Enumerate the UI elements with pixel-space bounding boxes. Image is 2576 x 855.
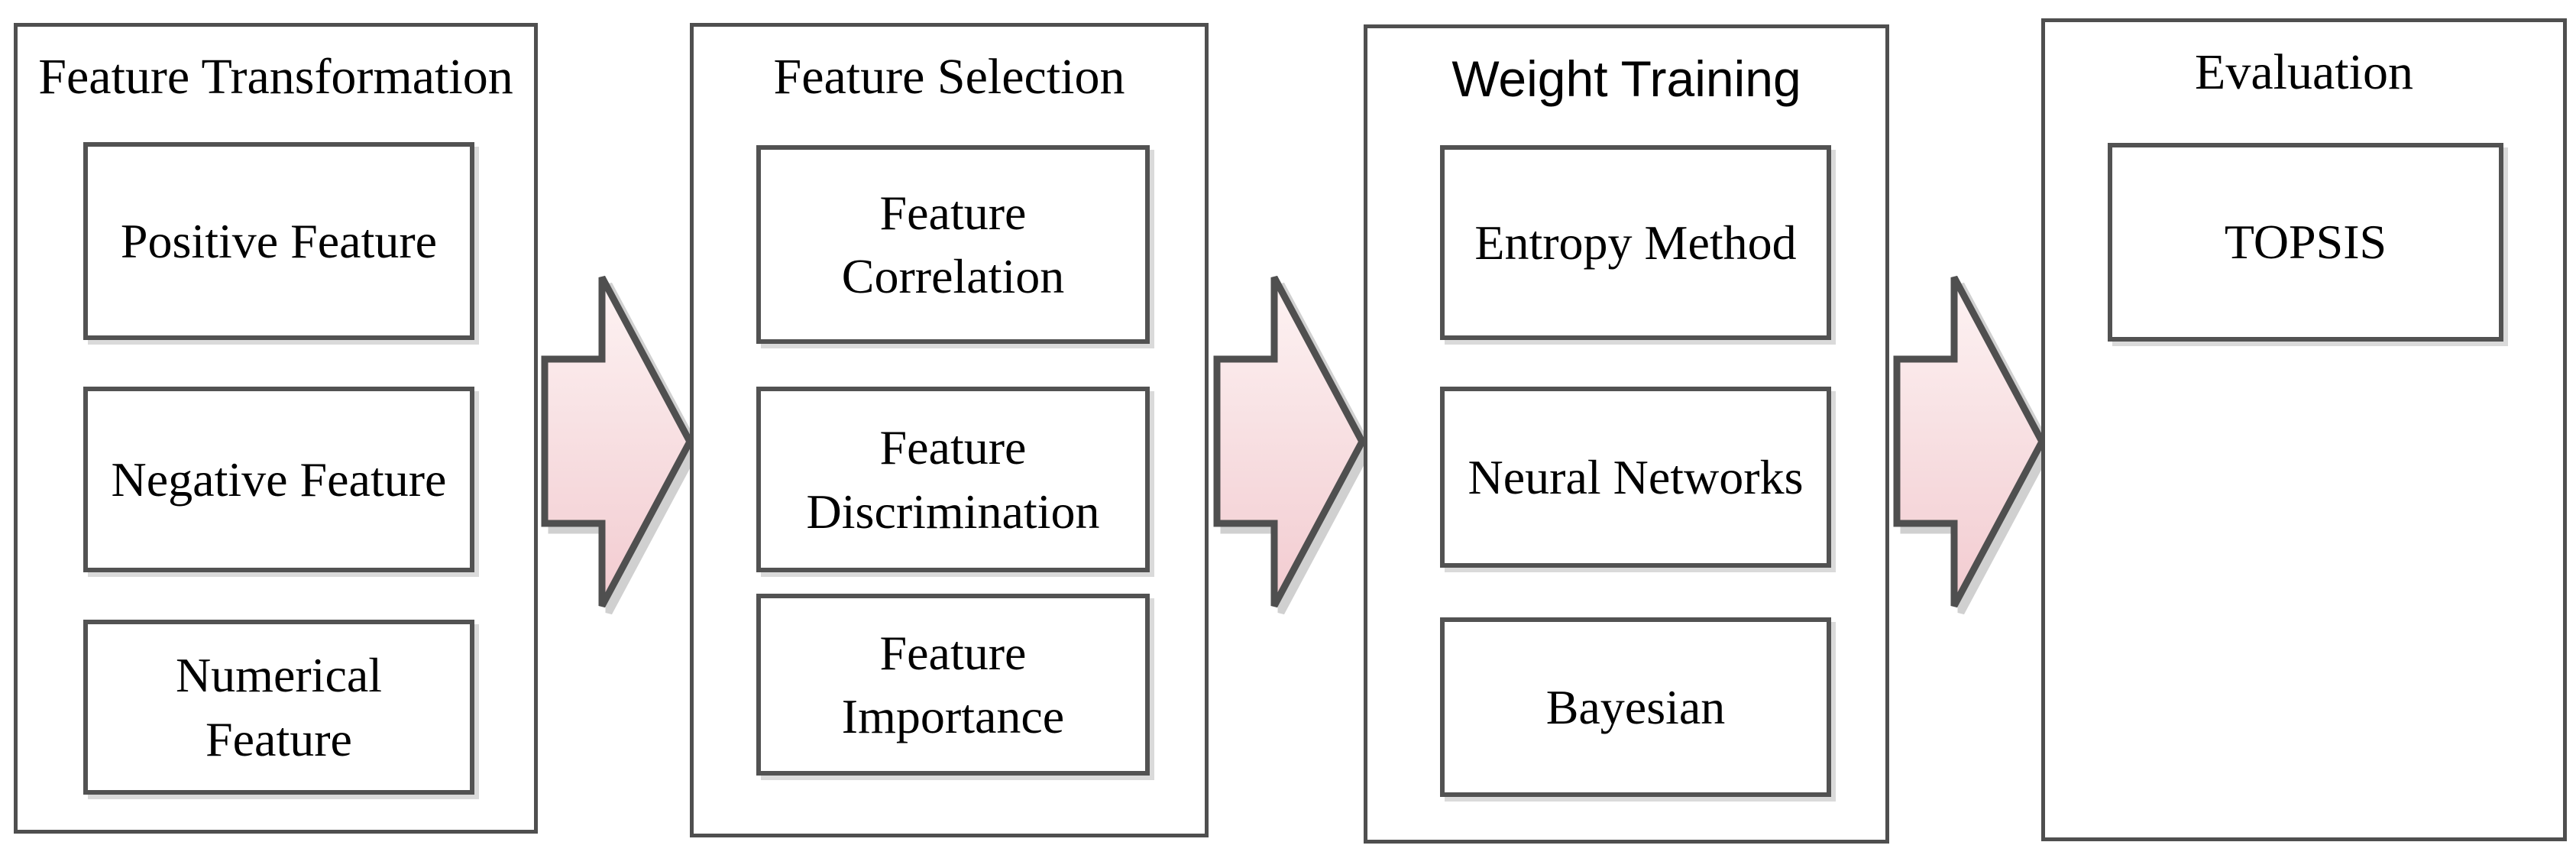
stage-weight-training: Weight Training Entropy Method Neural Ne… [1364,24,1889,844]
box-feature-importance: Feature Importance [756,594,1150,776]
box-entropy-method: Entropy Method [1440,145,1831,340]
right-arrow-icon [541,275,694,608]
box-label: TOPSIS [2224,215,2387,270]
flow-arrow-right-2 [1213,275,1366,608]
box-label: Positive Feature [120,213,438,268]
box-label: Feature Correlation [841,185,1065,303]
box-label: Negative Feature [111,452,447,507]
box-bayesian: Bayesian [1440,617,1831,797]
right-arrow-icon [1213,275,1366,608]
stage-title-feature-transformation: Feature Transformation [38,49,513,105]
box-topsis: TOPSIS [2108,143,2503,342]
stage-feature-transformation: Feature Transformation Positive Feature … [14,23,538,834]
box-feature-discrimination: Feature Discrimination [756,387,1150,572]
box-feature-correlation: Feature Correlation [756,145,1150,344]
box-neural-networks: Neural Networks [1440,387,1831,568]
box-label: Feature Importance [841,625,1065,743]
box-label: Entropy Method [1474,215,1797,270]
box-label: Feature Discrimination [806,420,1100,539]
stage-title-feature-selection: Feature Selection [773,49,1125,105]
box-numerical-feature: Numerical Feature [83,620,474,795]
box-positive-feature: Positive Feature [83,142,474,340]
right-arrow-icon [1893,275,2046,608]
box-label: Bayesian [1545,679,1726,734]
box-label: Numerical Feature [175,648,383,766]
stage-feature-selection: Feature Selection Feature Correlation Fe… [690,23,1209,837]
stage-title-weight-training: Weight Training [1451,50,1801,107]
stage-evaluation: Evaluation TOPSIS [2041,18,2567,841]
flow-arrow-right-1 [541,275,694,608]
box-negative-feature: Negative Feature [83,387,474,572]
box-label: Neural Networks [1468,449,1804,504]
flow-arrow-right-3 [1893,275,2046,608]
stage-title-evaluation: Evaluation [2195,44,2413,100]
